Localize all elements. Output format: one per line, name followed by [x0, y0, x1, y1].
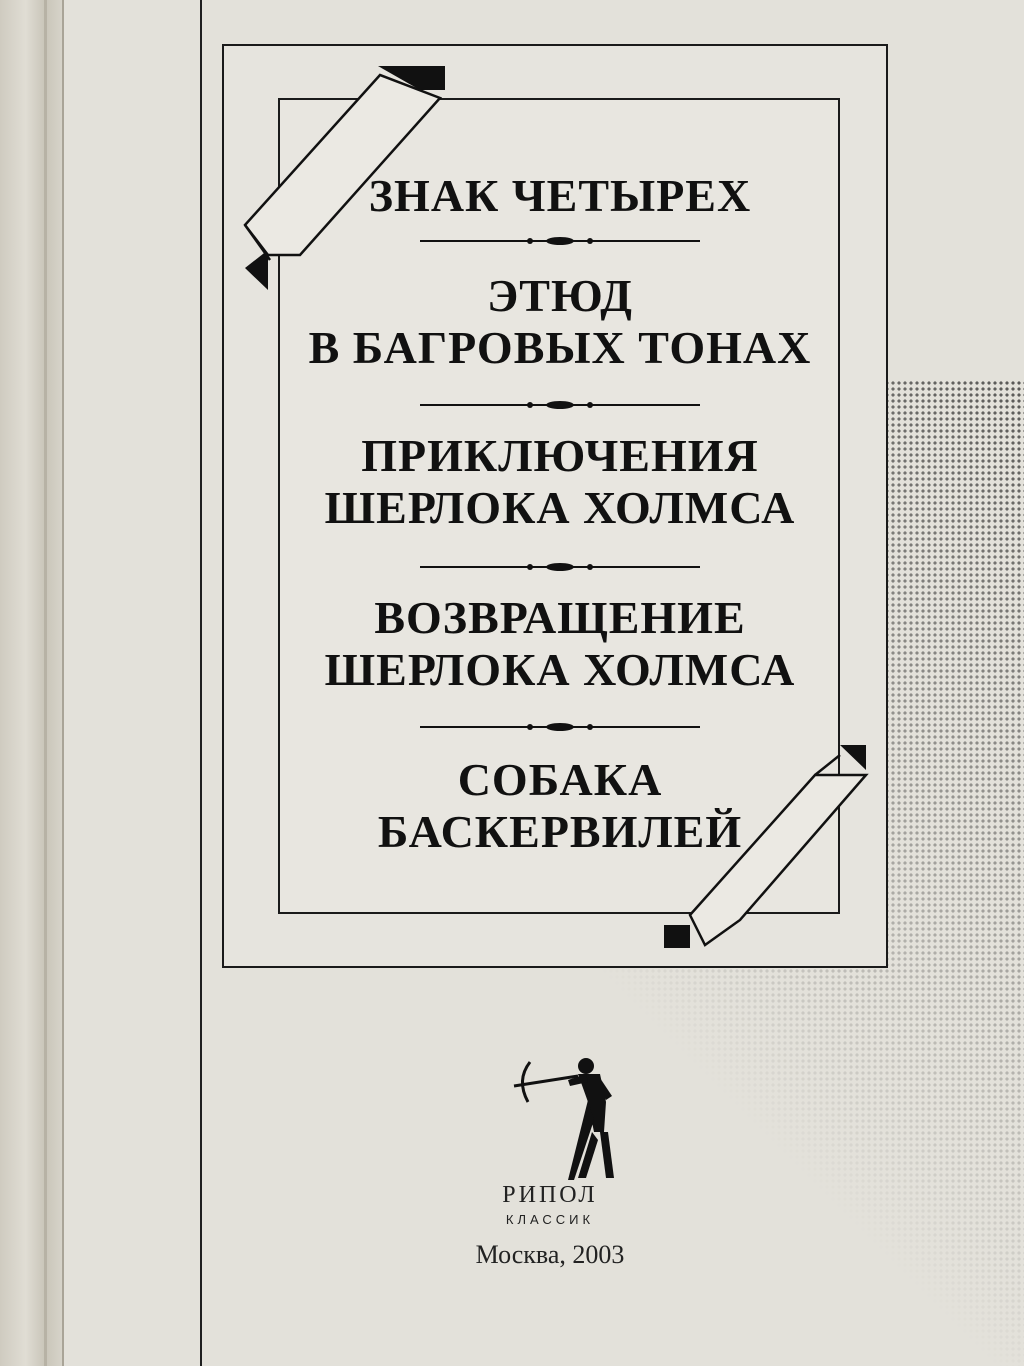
title-study-in-scarlet: ЭТЮД В БАГРОВЫХ ТОНАХ: [280, 270, 840, 374]
title-line: ВОЗВРАЩЕНИЕ: [374, 592, 746, 643]
inner-frame: [278, 98, 840, 914]
title-sign-of-four: ЗНАК ЧЕТЫРЕХ: [280, 170, 840, 222]
title-line: ШЕРЛОКА ХОЛМСА: [324, 482, 796, 533]
spine-edge: [62, 0, 64, 1366]
ornament-divider: [420, 723, 700, 731]
title-line: ЭТЮД: [487, 270, 633, 321]
publisher-series: КЛАССИК: [505, 1212, 595, 1227]
archer-logo-icon: [513, 1058, 614, 1180]
ornament-divider: [420, 237, 700, 245]
publisher-city-year: Москва, 2003: [475, 1240, 625, 1269]
title-line: ПРИКЛЮЧЕНИЯ: [361, 430, 759, 481]
ribbon-top-left: [243, 66, 445, 290]
publisher-name: РИПОЛ: [502, 1182, 598, 1208]
title-line: В БАГРОВЫХ ТОНАХ: [308, 322, 812, 373]
ornament-divider: [420, 401, 700, 409]
ribbon-bottom-right: [664, 745, 869, 948]
title-adventures: ПРИКЛЮЧЕНИЯ ШЕРЛОКА ХОЛМСА: [280, 430, 840, 534]
title-line: ЗНАК ЧЕТЫРЕХ: [368, 170, 752, 221]
title-line: ШЕРЛОКА ХОЛМСА: [324, 644, 796, 695]
page-vertical-rule: [200, 0, 202, 1366]
title-hound: СОБАКА БАСКЕРВИЛЕЙ: [280, 754, 840, 858]
titles-area: ЗНАК ЧЕТЫРЕХ ЭТЮД В БАГРОВЫХ ТОНАХ ПРИКЛ…: [280, 98, 840, 914]
title-line: БАСКЕРВИЛЕЙ: [377, 806, 743, 857]
title-return: ВОЗВРАЩЕНИЕ ШЕРЛОКА ХОЛМСА: [280, 592, 840, 696]
book-spine: [0, 0, 64, 1366]
ornament-divider: [420, 563, 700, 571]
title-line: СОБАКА: [457, 754, 663, 805]
spine-edge: [44, 0, 47, 1366]
